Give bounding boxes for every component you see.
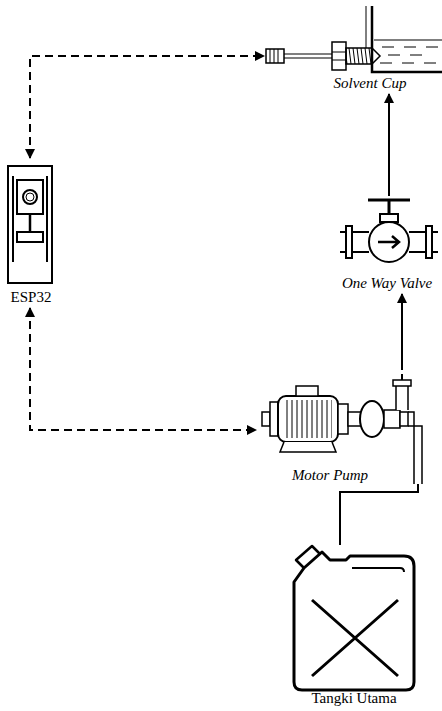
node-label: Tangki Utama [286, 689, 422, 707]
tank-node: Tangki Utama [286, 545, 422, 707]
pipe-flow-line [388, 94, 390, 196]
solvent-cup-icon [266, 6, 442, 72]
node-label: Solvent Cup [258, 74, 442, 92]
esp32-icon [8, 166, 52, 283]
node-label: ESP32 [2, 288, 60, 306]
pipe-flow-line [340, 484, 418, 545]
signal-line [30, 56, 264, 158]
valve-node: One Way Valve [332, 196, 442, 292]
node-label: One Way Valve [332, 274, 442, 292]
main-tank-icon [294, 546, 414, 690]
one-way-valve-icon [340, 200, 438, 262]
node-label: Motor Pump [258, 466, 426, 484]
controller-node: ESP32 [2, 160, 60, 306]
pump-node: Motor Pump [258, 370, 426, 484]
cup-node: Solvent Cup [258, 0, 442, 92]
signal-line [30, 308, 256, 430]
pipe-flow-line [401, 294, 403, 370]
